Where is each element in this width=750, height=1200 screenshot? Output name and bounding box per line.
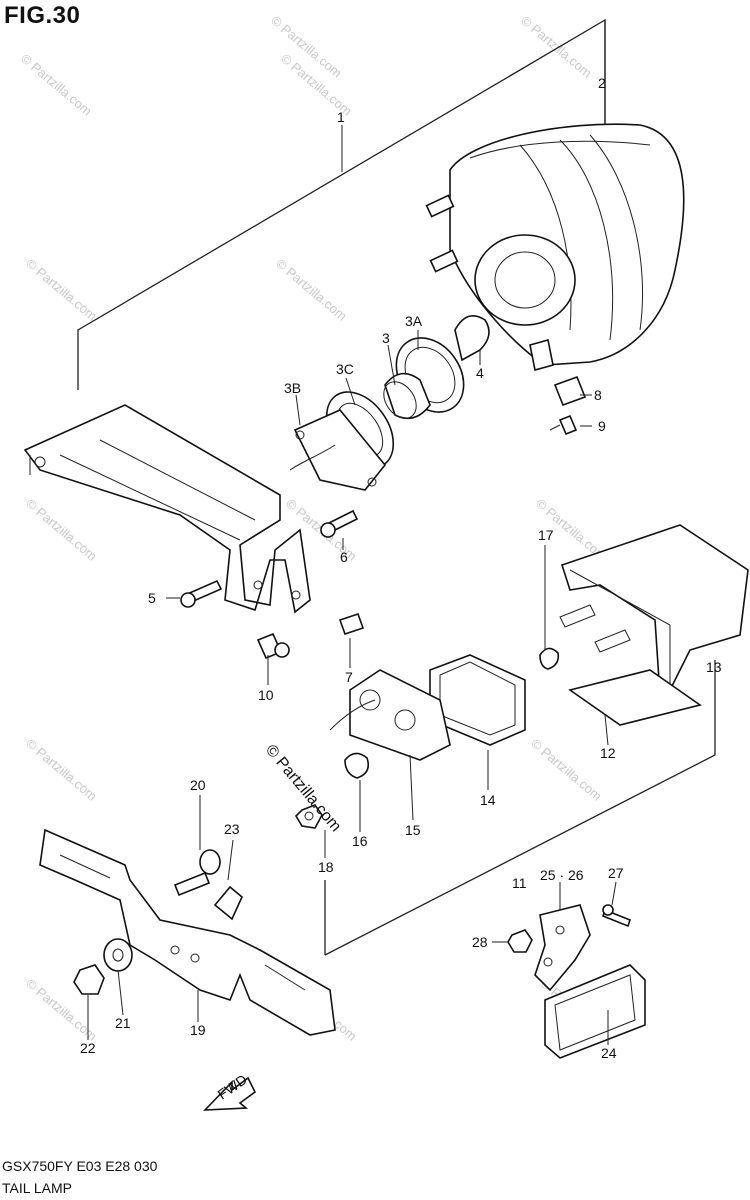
watermark: © Partzilla.com — [23, 256, 100, 324]
callout-10: 10 — [258, 687, 274, 703]
nut-28 — [507, 929, 533, 953]
callout-7: 7 — [345, 669, 353, 685]
nut-22 — [73, 964, 105, 995]
watermark: © Partzilla.com — [23, 496, 100, 564]
callout-1: 1 — [337, 109, 345, 125]
nut-7 — [338, 612, 365, 636]
callout-24: 24 — [601, 1045, 617, 1061]
reflector-bracket-25 — [534, 904, 591, 992]
washer-21 — [103, 938, 133, 972]
callout-13: 13 — [706, 659, 722, 675]
callout-23: 23 — [224, 821, 240, 837]
holder-3b — [289, 409, 387, 491]
bulb-17 — [539, 647, 560, 670]
callout-3: 3 — [382, 330, 390, 346]
callout-11: 11 — [512, 875, 527, 891]
callout-27: 27 — [608, 865, 624, 881]
reflector-24 — [544, 964, 646, 1059]
assembly-lines — [77, 18, 716, 956]
diagram-title: TAIL LAMP — [2, 1180, 73, 1196]
callout-3b: 3B — [284, 380, 301, 396]
callout-6: 6 — [340, 549, 348, 565]
callout-numbers: 1 2 3 3A 3B 3C 4 5 6 7 8 9 10 11 12 13 1… — [80, 75, 722, 1061]
watermark: © Partzilla.com — [528, 736, 605, 804]
watermark: © Partzilla.com — [518, 13, 595, 81]
callout-25-26: 25 · 26 — [540, 867, 584, 883]
callout-9: 9 — [598, 418, 606, 434]
callout-18: 18 — [318, 859, 334, 875]
callout-4: 4 — [476, 365, 484, 381]
leader-lines — [87, 125, 617, 1045]
watermark: © Partzilla.com — [273, 256, 350, 324]
grommet-16 — [344, 752, 370, 779]
screw-10 — [256, 632, 290, 660]
license-bracket-19 — [39, 828, 336, 1036]
lamp-base-15 — [329, 669, 451, 761]
callout-21: 21 — [115, 1015, 131, 1031]
callout-17: 17 — [538, 527, 554, 543]
cap-23 — [213, 885, 243, 921]
watermark: © Partzilla.com — [18, 51, 95, 119]
lens-12 — [568, 669, 702, 726]
rear-bracket — [23, 404, 311, 614]
bolt-20 — [173, 849, 221, 897]
callout-22: 22 — [80, 1040, 96, 1056]
callout-14: 14 — [480, 792, 496, 808]
screw-9 — [549, 414, 578, 436]
callout-3a: 3A — [405, 313, 423, 329]
screw-27 — [602, 904, 631, 928]
callout-20: 20 — [190, 777, 206, 793]
screw-5 — [180, 579, 223, 608]
tail-lamp-housing — [425, 123, 685, 372]
callout-5: 5 — [148, 590, 156, 606]
callout-16: 16 — [352, 833, 368, 849]
callout-15: 15 — [405, 822, 421, 838]
callout-19: 19 — [190, 1022, 206, 1038]
figure-label: FIG.30 — [4, 2, 81, 29]
socket-3 — [383, 372, 431, 420]
forward-arrow: FWD — [203, 1071, 257, 1111]
callout-2: 2 — [598, 75, 606, 91]
callout-3c: 3C — [336, 361, 354, 377]
watermark: © Partzilla.com — [23, 736, 100, 804]
callout-12: 12 — [600, 745, 616, 761]
clip-8 — [553, 375, 587, 407]
nut-18 — [294, 804, 323, 829]
screw-6 — [320, 509, 359, 538]
bulb-4 — [454, 314, 490, 362]
callout-8: 8 — [594, 387, 602, 403]
callout-28: 28 — [472, 934, 488, 950]
model-code: GSX750FY E03 E28 030 — [2, 1158, 158, 1174]
